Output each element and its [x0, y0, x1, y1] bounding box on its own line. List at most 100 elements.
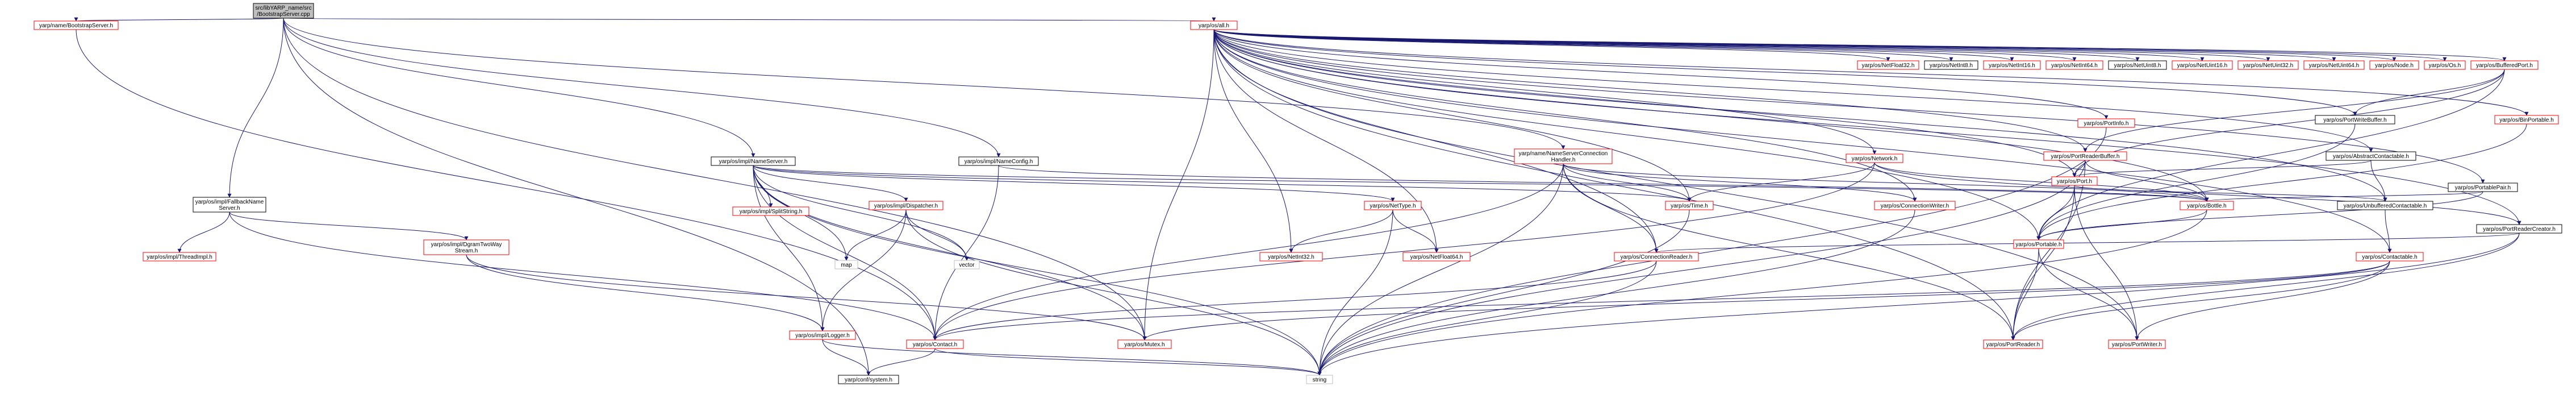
node-label: yarp/os/NetInt16.h: [1989, 63, 2035, 69]
node-contact-h[interactable]: yarp/os/Contact.h: [906, 339, 964, 349]
edge-dispatcher-h-to-logger-h: [820, 209, 907, 331]
node-all-h[interactable]: yarp/os/all.h: [1190, 20, 1238, 30]
edge-bottle-h-to-string: [1317, 209, 2207, 376]
node-bootstrapserver-h[interactable]: yarp/name/BootstrapServer.h: [34, 20, 119, 30]
edge-all-h-to-portwriter-h: [1213, 29, 2139, 341]
node-label: yarp/os/NetInt32.h: [1268, 254, 1314, 260]
edge-all-h-to-netint16-h: [1213, 29, 2014, 61]
edge-logger-h-to-string: [822, 339, 1322, 376]
node-mutex-h[interactable]: yarp/os/Mutex.h: [1117, 339, 1172, 349]
edge-port-h-to-portreader-h: [2011, 185, 2075, 341]
node-box: [2356, 252, 2424, 262]
node-box: [2237, 60, 2299, 70]
node-portreadercreator-h[interactable]: yarp/os/PortReaderCreator.h: [2476, 224, 2562, 234]
node-label: yarp/os/NetUint16.h: [2177, 63, 2227, 69]
edge-fallbacknameserver-h-to-threadimpl-h: [177, 211, 230, 253]
edge-contact-h-to-system-h: [866, 348, 936, 376]
node-box: [1306, 375, 1333, 384]
node-node-h[interactable]: yarp/os/Node.h: [2369, 60, 2419, 70]
edge-nsch-h-to-connectionwriter-h: [1563, 163, 1917, 202]
node-label: yarp/os/Port.h: [2057, 179, 2092, 185]
edge-all-h-to-mutex-h: [1142, 29, 1214, 341]
node-netuint16-h[interactable]: yarp/os/NetUint16.h: [2172, 60, 2233, 70]
edge-all-h-to-portreader-h: [1213, 29, 2015, 341]
node-system-h[interactable]: yarp/conf/system.h: [838, 375, 899, 384]
edge-nsch-h-to-time-h: [1563, 163, 1692, 202]
edge-contactable-h-to-contact-h: [933, 260, 2390, 341]
node-netuint64-h[interactable]: yarp/os/NetUint64.h: [2303, 60, 2365, 70]
node-abstractcontactable-h[interactable]: yarp/os/AbstractContactable.h: [2326, 151, 2416, 161]
node-netfloat32-h[interactable]: yarp/os/NetFloat32.h: [1857, 60, 1919, 70]
node-label: yarp/os/Portable.h: [2015, 242, 2061, 248]
edge-nsch-h-to-bottle-h: [1563, 163, 2209, 202]
edge-contactable-h-to-mutex-h: [1142, 260, 2390, 341]
node-time-h[interactable]: yarp/os/Time.h: [1665, 201, 1714, 210]
node-portable-h[interactable]: yarp/os/Portable.h: [2013, 239, 2064, 249]
node-vector: vector: [954, 260, 980, 269]
edge-nettype-h-to-netint32-h: [1289, 209, 1393, 253]
node-connectionreader-h[interactable]: yarp/os/ConnectionReader.h: [1614, 252, 1699, 262]
node-netfloat64-h[interactable]: yarp/os/NetFloat64.h: [1402, 252, 1471, 262]
node-bottle-h[interactable]: yarp/os/Bottle.h: [2180, 201, 2234, 210]
node-label: yarp/os/UnbufferedContactable.h: [2344, 203, 2427, 209]
node-bufferedport-h[interactable]: yarp/os/BufferedPort.h: [2470, 60, 2539, 70]
edge-all-h-to-bufferedport-h: [1213, 29, 2506, 61]
node-portinfo-h[interactable]: yarp/os/PortInfo.h: [2077, 118, 2135, 128]
node-label: yarp/os/PortReaderCreator.h: [2483, 226, 2556, 233]
node-netint16-h[interactable]: yarp/os/NetInt16.h: [1983, 60, 2041, 70]
node-label: string: [1313, 377, 1326, 383]
node-label: yarp/os/Bottle.h: [2187, 203, 2226, 209]
edge-nameserver-h-to-splitstring-h: [753, 165, 773, 208]
node-netuint8-h[interactable]: yarp/os/NetUint8.h: [2108, 60, 2167, 70]
node-box: [34, 20, 119, 30]
node-box: [1846, 154, 1903, 163]
node-dispatcher-h[interactable]: yarp/os/impl/Dispatcher.h: [869, 201, 943, 210]
node-box: [869, 201, 943, 210]
node-portwriter-h[interactable]: yarp/os/PortWriter.h: [2108, 339, 2166, 349]
node-label: yarp/os/NetInt8.h: [1930, 63, 1973, 69]
node-binportable-h[interactable]: yarp/os/BinPortable.h: [2494, 115, 2559, 125]
node-portwritebuffer-h[interactable]: yarp/os/PortWriteBuffer.h: [2315, 115, 2395, 125]
edge-dispatcher-h-to-map: [844, 209, 907, 261]
edge-all-h-to-connectionwriter-h: [1213, 29, 1917, 202]
node-label: yarp/os/Contactable.h: [2362, 254, 2417, 260]
node-logger-h[interactable]: yarp/os/impl/Logger.h: [789, 330, 856, 340]
edge-all-h-to-binportable-h: [1213, 29, 2529, 116]
node-portreader-h[interactable]: yarp/os/PortReader.h: [1983, 339, 2043, 349]
edge-root-to-nsch-h: [283, 18, 1565, 150]
node-nameserver-h[interactable]: yarp/os/impl/NameServer.h: [711, 156, 796, 166]
node-map: map: [834, 260, 858, 269]
node-box: [2051, 176, 2098, 186]
node-portreaderbuffer-h[interactable]: yarp/os/PortReaderBuffer.h: [2043, 151, 2127, 161]
node-box: [2337, 201, 2433, 210]
edge-port-h-to-unbufferedcontactable-h: [2074, 185, 2387, 202]
edge-portablepair-h-to-bottle-h: [2205, 191, 2483, 202]
node-contactable-h[interactable]: yarp/os/Contactable.h: [2356, 252, 2424, 262]
edge-port-h-to-portwriter-h: [2074, 185, 2139, 341]
node-box: [838, 375, 899, 384]
node-unbufferedcontactable-h[interactable]: yarp/os/UnbufferedContactable.h: [2337, 201, 2433, 210]
node-label: yarp/os/NetUint64.h: [2309, 63, 2359, 69]
node-threadimpl-h[interactable]: yarp/os/impl/ThreadImpl.h: [143, 252, 216, 262]
node-port-h[interactable]: yarp/os/Port.h: [2051, 176, 2098, 186]
node-netint64-h[interactable]: yarp/os/NetInt64.h: [2045, 60, 2103, 70]
node-netint32-h[interactable]: yarp/os/NetInt32.h: [1259, 252, 1323, 262]
node-box: [1364, 201, 1422, 210]
node-nameconfig-h[interactable]: yarp/os/impl/NameConfig.h: [958, 156, 1039, 166]
node-nettype-h[interactable]: yarp/os/NetType.h: [1364, 201, 1422, 210]
node-box: [1924, 60, 1978, 70]
node-netuint32-h[interactable]: yarp/os/NetUint32.h: [2237, 60, 2299, 70]
node-splitstring-h[interactable]: yarp/os/impl/SplitString.h: [732, 206, 809, 216]
node-network-h[interactable]: yarp/os/Network.h: [1846, 154, 1903, 163]
node-os-h[interactable]: yarp/os/Os.h: [2424, 60, 2466, 70]
node-portablepair-h[interactable]: yarp/os/PortablePair.h: [2448, 183, 2518, 192]
node-label: yarp/os/NetUint32.h: [2243, 63, 2293, 69]
node-netint8-h[interactable]: yarp/os/NetInt8.h: [1924, 60, 1978, 70]
node-box: [1117, 339, 1172, 349]
node-connectionwriter-h[interactable]: yarp/os/ConnectionWriter.h: [1874, 201, 1956, 210]
node-label: yarp/os/NetUint8.h: [2114, 63, 2161, 69]
edge-portreaderbuffer-h-to-string: [1317, 160, 2086, 376]
